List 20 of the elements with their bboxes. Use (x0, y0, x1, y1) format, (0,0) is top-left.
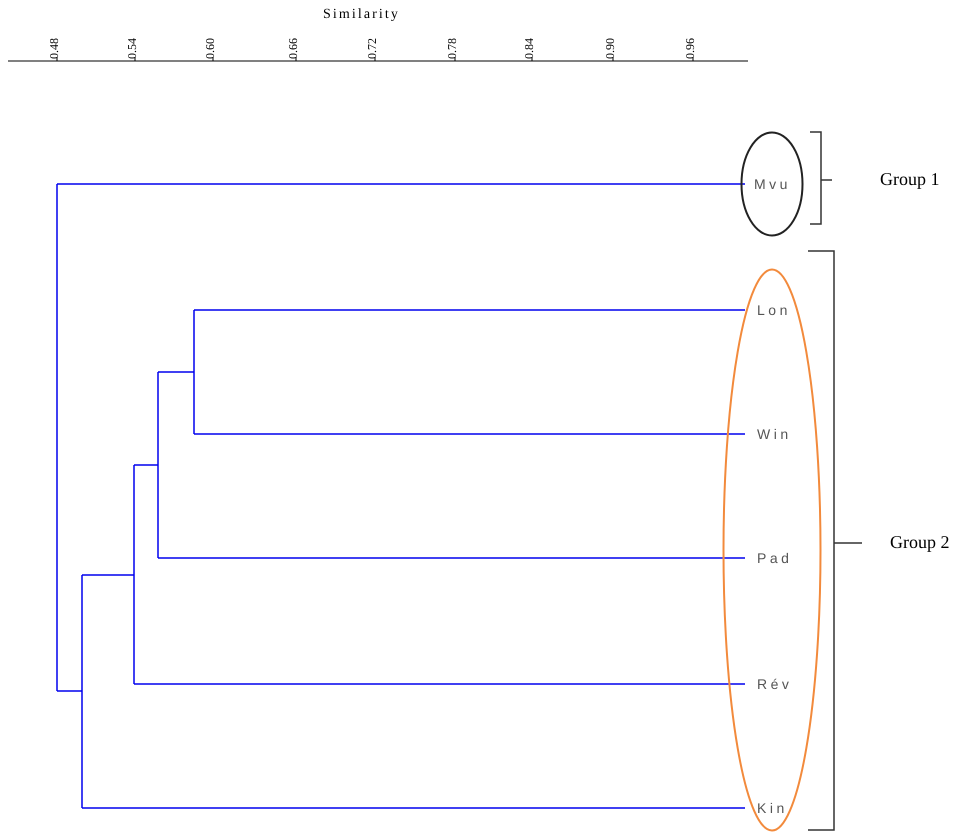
tick-label: 0.78 (446, 38, 458, 59)
tick-label: 0.90 (604, 38, 616, 59)
tick-label: 0.72 (366, 38, 378, 59)
tick-label: 0.54 (126, 38, 138, 59)
leaf-label: Win (757, 427, 792, 441)
leaf-label: Lon (757, 303, 791, 317)
tick-label: 0.66 (287, 38, 299, 59)
group-label: Group 2 (890, 533, 950, 551)
tick-label: 0.84 (523, 38, 535, 59)
leaf-label: Kin (757, 801, 788, 815)
tick-label: 0.48 (48, 38, 60, 59)
leaf-label: Rév (757, 677, 792, 691)
group-ellipse (722, 268, 822, 832)
group-label: Group 1 (880, 170, 940, 188)
leaf-label: Mvu (754, 177, 791, 191)
tick-label: 0.60 (204, 38, 216, 59)
axis-title: Similarity (323, 8, 400, 22)
group-ellipse (740, 131, 804, 237)
tick-label: 0.96 (684, 38, 696, 59)
leaf-label: Pad (757, 551, 792, 565)
